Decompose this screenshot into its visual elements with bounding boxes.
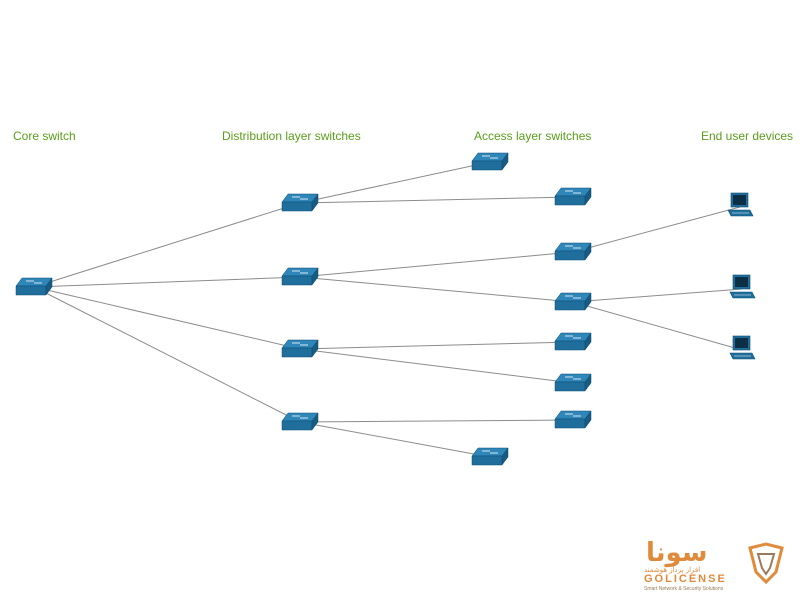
link-dist-4-acc-8	[299, 421, 491, 458]
switch-icon	[554, 242, 592, 261]
link-acc-3-pc-1	[572, 206, 741, 253]
logo-tagline-fa: افزار پرداز هوشمند	[644, 566, 701, 574]
core-switch-label: Core switch	[13, 129, 76, 143]
switch-icon	[554, 373, 592, 392]
link-dist-4-acc-7	[299, 419, 574, 423]
access-layer-label: Access layer switches	[474, 129, 592, 143]
link-dist-1-acc-1	[299, 161, 491, 204]
link-dist-2-acc-3	[299, 251, 574, 278]
link-core-1-dist-2	[33, 276, 301, 288]
switch-icon	[15, 277, 53, 296]
switch-icon	[281, 193, 319, 212]
golicense-logo: سونا افزار پرداز هوشمند GOLICENSE Smart …	[640, 538, 790, 593]
logo-brand-fa: سونا	[646, 538, 708, 568]
link-dist-2-acc-4	[299, 276, 574, 303]
logo-tagline-en: Smart Network & Security Solutions	[644, 586, 724, 592]
switch-icon	[281, 412, 319, 431]
switch-icon	[554, 332, 592, 351]
switch-icon	[554, 187, 592, 206]
link-dist-1-acc-2	[299, 196, 574, 204]
logo-brand-en: GOLICENSE	[644, 573, 727, 585]
nodes-layer	[15, 152, 756, 466]
link-core-1-dist-3	[33, 286, 301, 350]
computer-icon	[727, 192, 754, 217]
links-layer	[33, 161, 743, 458]
switch-icon	[554, 292, 592, 311]
switch-icon	[281, 339, 319, 358]
computer-icon	[729, 335, 756, 360]
switch-icon	[471, 447, 509, 466]
shield-icon	[748, 542, 784, 584]
switch-icon	[281, 267, 319, 286]
computer-icon	[729, 274, 756, 299]
end-user-devices-label: End user devices	[701, 129, 794, 143]
link-acc-4-pc-3	[572, 301, 743, 351]
link-dist-3-acc-5	[299, 341, 574, 350]
link-core-1-dist-4	[33, 286, 301, 423]
distribution-layer-label: Distribution layer switches	[222, 129, 361, 143]
switch-icon	[471, 152, 509, 171]
link-acc-4-pc-2	[572, 288, 743, 303]
link-core-1-dist-1	[33, 202, 301, 288]
switch-icon	[554, 410, 592, 429]
link-dist-3-acc-6	[299, 348, 574, 384]
